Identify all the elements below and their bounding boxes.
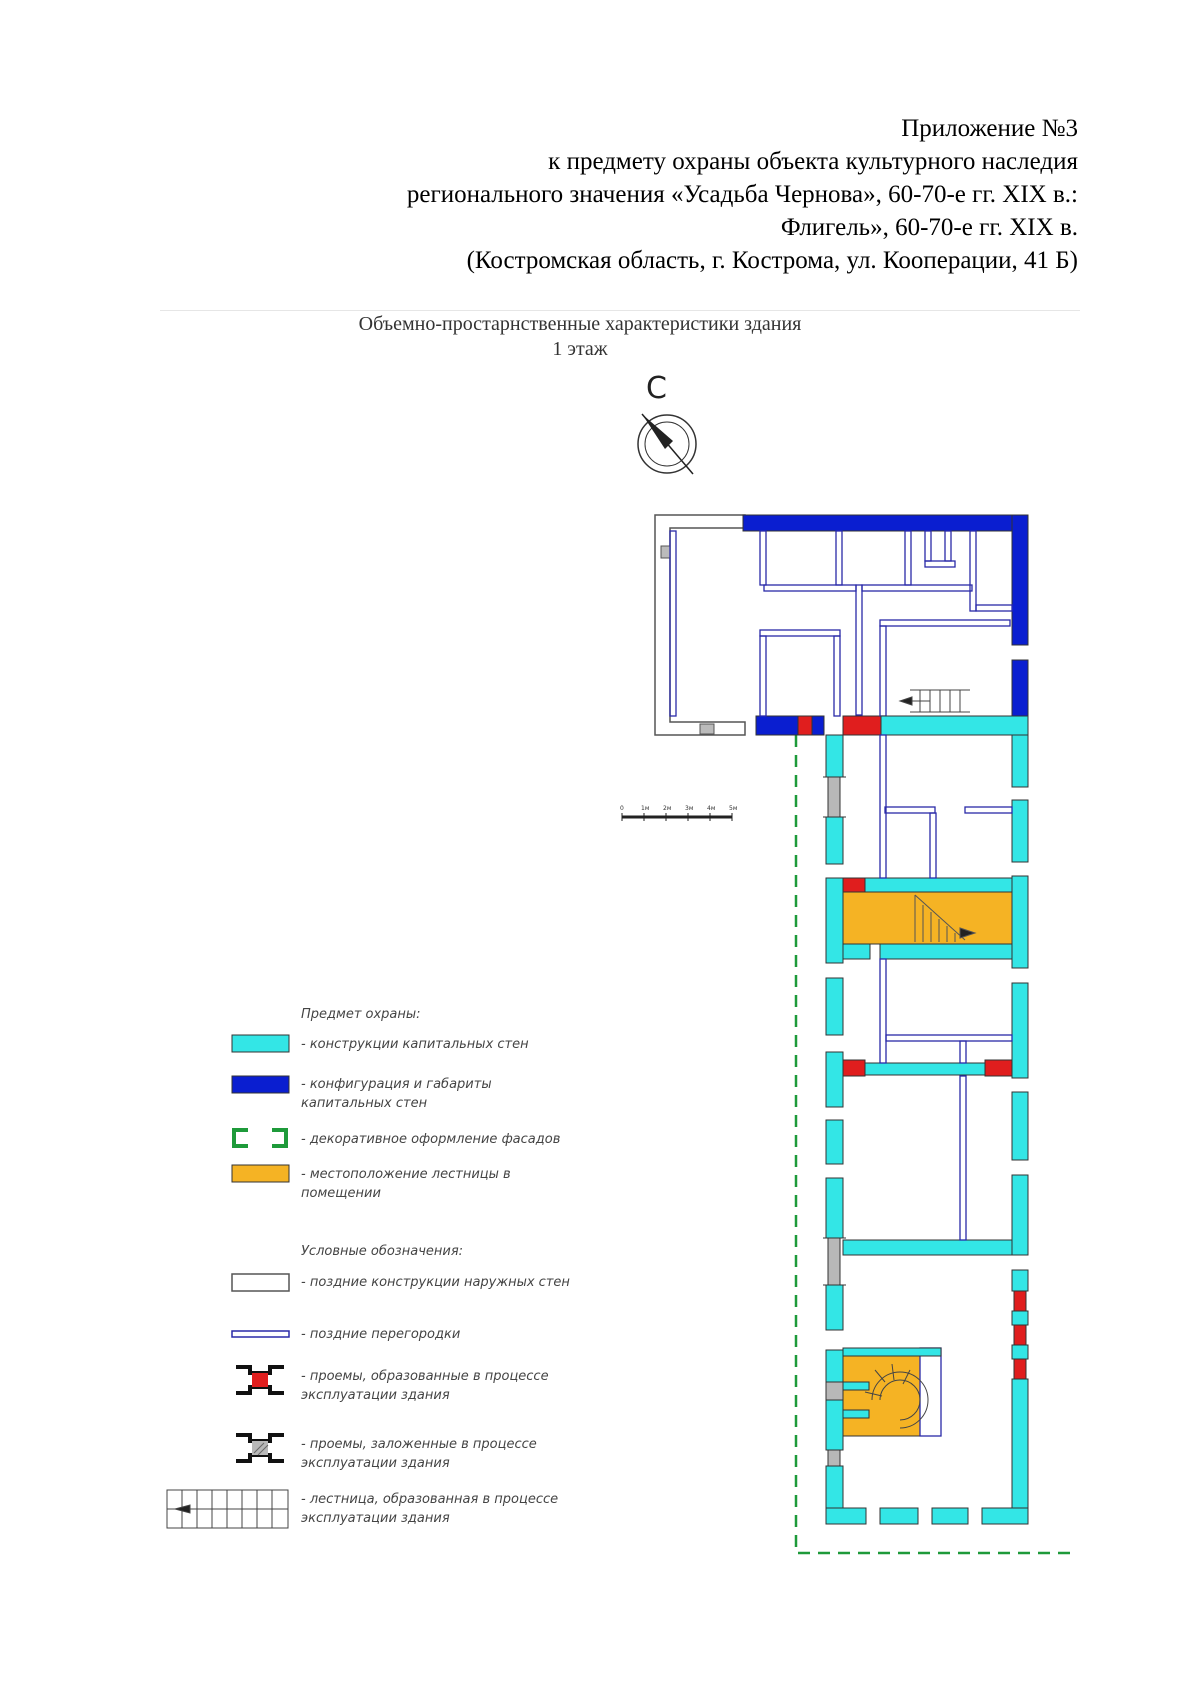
- swatch-facade: [232, 1128, 288, 1148]
- legend-protection-heading: Предмет охраны:: [301, 1007, 421, 1022]
- legend-swatches: [166, 1034, 290, 1529]
- floor-label: 1 этаж: [552, 338, 608, 360]
- legend-capital-config: - конфигурация и габариты капитальных ст…: [301, 1077, 492, 1111]
- scale-tick-1: 1м: [641, 805, 649, 812]
- header-address: (Костромская область, г. Кострома, ул. К…: [466, 247, 1078, 274]
- scale-tick-5: 5м: [729, 805, 737, 812]
- legend-stair-created: - лестница, образованная в процессе эксп…: [301, 1492, 559, 1526]
- divider: [160, 310, 1080, 311]
- scale-tick-0: 0: [620, 805, 624, 812]
- legend-late-outer-walls: - поздние конструкции наружных стен: [301, 1275, 570, 1290]
- swatch-stair-created: [166, 1489, 289, 1529]
- swatch-openings-filled: [236, 1433, 284, 1463]
- appendix-number: Приложение №3: [901, 115, 1078, 142]
- legend-openings-filled: - проемы, заложенные в процессе эксплуат…: [301, 1437, 537, 1471]
- swatch-openings-created: [236, 1365, 284, 1395]
- legend-stair-location: - местоположение лестницы в помещении: [301, 1167, 511, 1201]
- document-header: Приложение №3 к предмету охраны объекта …: [178, 112, 1078, 277]
- legend-openings-created: - проемы, образованные в процессе эксплу…: [301, 1369, 549, 1403]
- stair-main: [914, 894, 977, 942]
- late-partitions-main: [879, 734, 1013, 1241]
- scale-tick-4: 4м: [707, 805, 715, 812]
- main-wing: [825, 715, 1029, 1525]
- swatch-late-partitions: [231, 1330, 290, 1338]
- swatch-stair-location: [231, 1164, 290, 1183]
- header-line-4: Флигель», 60-70-е гг. XIX в.: [780, 214, 1078, 241]
- scale-tick-3: 3м: [685, 805, 693, 812]
- header-line-3: регионального значения «Усадьба Чернова»…: [406, 181, 1078, 208]
- swatch-capital-walls: [231, 1034, 290, 1053]
- swatch-late-outer-walls: [231, 1273, 290, 1292]
- swatch-capital-config: [231, 1075, 290, 1094]
- legend-symbols-heading: Условные обозначения:: [301, 1244, 464, 1259]
- legend-capital-walls: - конструкции капитальных стен: [301, 1037, 529, 1052]
- legend-facade-decoration: - декоративное оформление фасадов: [301, 1132, 561, 1147]
- scale-tick-2: 2м: [663, 805, 671, 812]
- compass-icon: С: [637, 371, 697, 475]
- legend-late-partitions: - поздние перегородки: [301, 1327, 461, 1342]
- header-line-2: к предмету охраны объекта культурного на…: [548, 148, 1078, 175]
- facade-decoration-outline: [794, 735, 1070, 1555]
- scale-bar: 0 1м 2м 3м 4м 5м: [620, 805, 737, 821]
- north-wing: [654, 514, 1029, 736]
- plan-title: Объемно-простарнственные характеристики …: [358, 313, 802, 335]
- north-label: С: [646, 371, 667, 406]
- spiral-stair: [825, 1347, 942, 1437]
